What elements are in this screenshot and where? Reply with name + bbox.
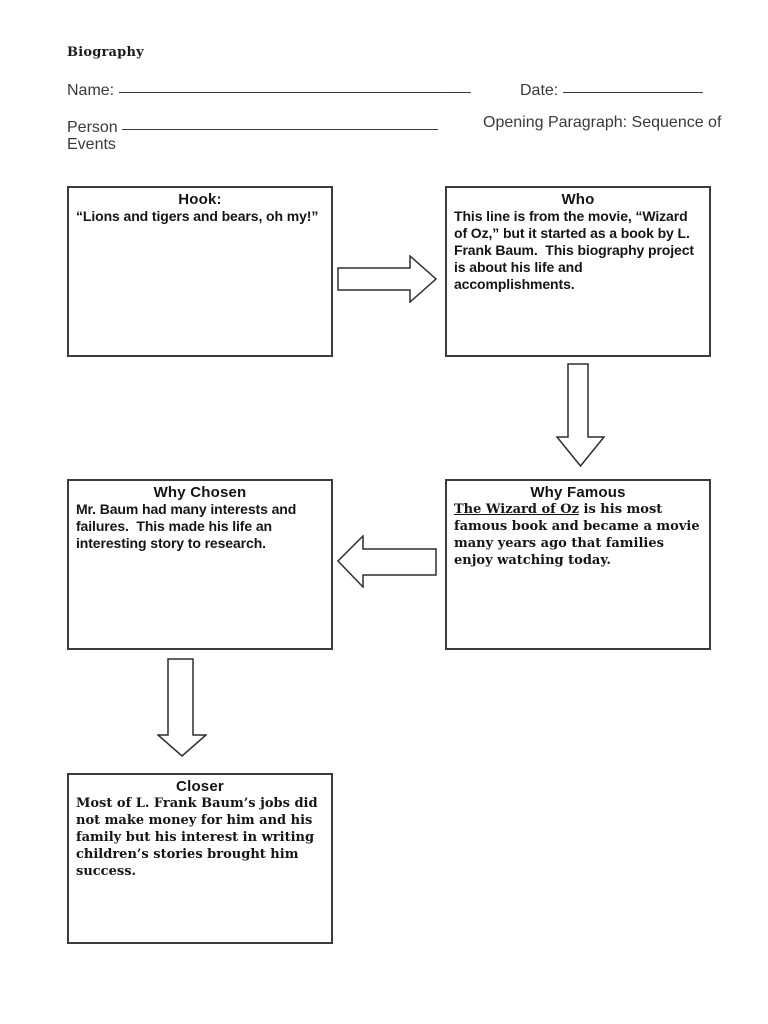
who-box-body: This line is from the movie, “Wizard of … (454, 208, 698, 292)
name-blank-line: ________________________________________… (118, 77, 471, 94)
flow-arrow-left-icon (337, 535, 437, 588)
hook-box-title: Hook: (178, 191, 222, 208)
opening-paragraph-label: Opening Paragraph: Sequence of (483, 114, 722, 131)
who-box-title: Who (561, 191, 595, 208)
closer-box-title: Closer (176, 778, 224, 795)
person-label: Person (67, 119, 118, 136)
flow-arrow-right-icon (337, 255, 437, 303)
why-famous-underlined-text: The Wizard of Oz (454, 502, 579, 517)
hook-box: Hook: “Lions and tigers and bears, oh my… (67, 186, 333, 357)
why-chosen-box-body: Mr. Baum had many interests and failures… (76, 501, 300, 551)
why-famous-box-title: Why Famous (530, 484, 626, 501)
why-famous-box: Why Famous The Wizard of Oz is his most … (445, 479, 711, 650)
flow-arrow-down-icon (556, 363, 605, 467)
who-box: Who This line is from the movie, “Wizard… (445, 186, 711, 357)
why-chosen-box: Why Chosen Mr. Baum had many interests a… (67, 479, 333, 650)
closer-box-body: Most of L. Frank Baum’s jobs did not mak… (76, 796, 323, 879)
person-field-row: Person _________________________________… (67, 114, 438, 137)
flow-arrow-down-icon (157, 658, 207, 757)
date-label: Date: (520, 82, 559, 99)
date-field-row: Date: ____________________ (520, 77, 703, 100)
why-famous-box-body: The Wizard of Oz is his most famous book… (454, 501, 702, 569)
events-label: Events (67, 136, 116, 153)
name-field-row: Name: __________________________________… (67, 77, 471, 100)
name-label: Name: (67, 82, 115, 99)
page-title: Biography (67, 45, 144, 60)
why-famous-body-rest: is his most famous book and became a mov… (454, 502, 705, 568)
date-blank-line: ____________________ (562, 77, 703, 94)
why-chosen-box-title: Why Chosen (153, 484, 247, 501)
hook-box-body: “Lions and tigers and bears, oh my!” (76, 208, 319, 224)
closer-box: Closer Most of L. Frank Baum’s jobs did … (67, 773, 333, 944)
person-blank-line: ________________________________________… (122, 114, 438, 131)
